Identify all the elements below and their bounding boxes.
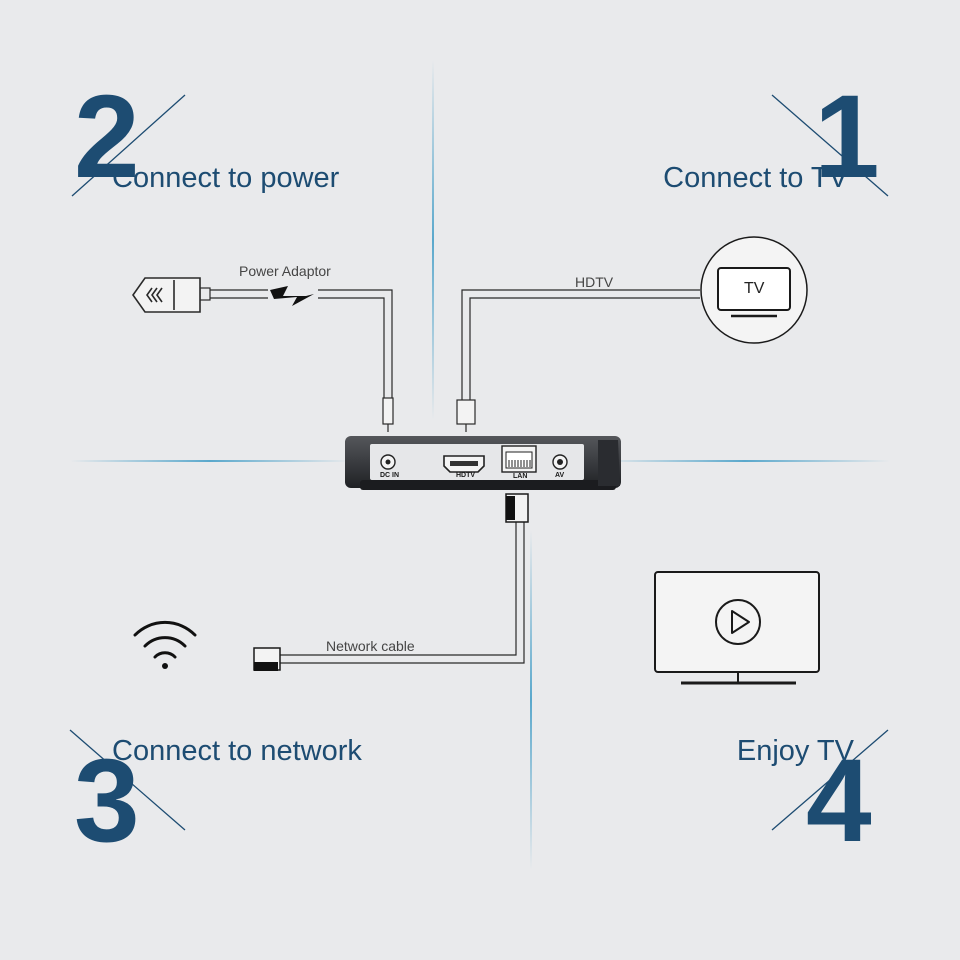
tv-icon-text: TV	[744, 280, 765, 297]
port-label-dc-in: DC IN	[380, 472, 400, 479]
port-label-hdtv: HDTV	[456, 472, 476, 479]
hdtv-cable-label: HDTV	[575, 274, 614, 290]
lightning-icon	[270, 286, 314, 306]
step-title-enjoy-tv: Enjoy TV	[736, 735, 854, 767]
port-label-lan: LAN	[513, 473, 528, 480]
step-number-3: 3	[74, 735, 140, 867]
power-adaptor-label: Power Adaptor	[239, 263, 331, 279]
divider-lines	[70, 60, 890, 870]
play-icon	[715, 599, 761, 645]
port-label-av: AV	[555, 472, 565, 479]
tv-circle	[700, 236, 808, 344]
power-plug-icon	[132, 277, 201, 313]
number-slashes	[69, 94, 889, 831]
step-title-connect-power: Connect to power	[112, 162, 340, 194]
step-title-connect-network: Connect to network	[112, 735, 362, 767]
step-number-4: 4	[806, 735, 872, 867]
step-title-connect-tv: Connect to TV	[663, 162, 848, 194]
wifi-icon	[133, 620, 197, 669]
hdmi-cable	[456, 289, 700, 432]
network-cable-label: Network cable	[326, 638, 415, 654]
network-cable	[253, 493, 529, 671]
tv-box-device	[345, 436, 621, 490]
power-cable	[199, 287, 394, 432]
monitor-play	[654, 571, 820, 685]
step-number-2: 2	[74, 71, 140, 203]
step-number-1: 1	[814, 71, 880, 203]
